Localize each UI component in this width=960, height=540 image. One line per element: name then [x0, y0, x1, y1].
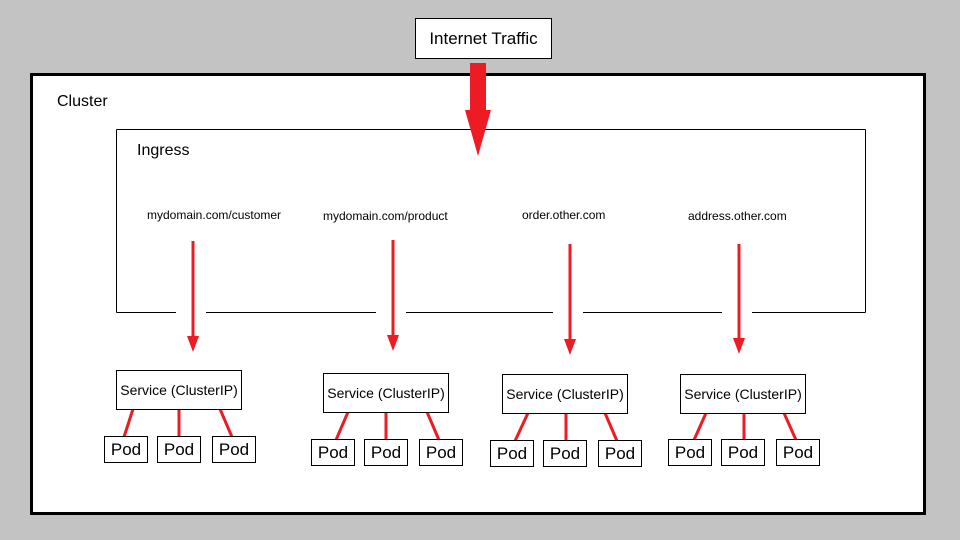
route-arrow-head [733, 338, 745, 354]
pod-label: Pod [674, 442, 706, 462]
service-box-product: Service (ClusterIP) [323, 373, 449, 413]
pod-box: Pod [598, 440, 642, 467]
pod-connector [122, 408, 135, 438]
ingress-label: Ingress [137, 142, 190, 159]
pod-label: Pod [218, 439, 250, 459]
pod-connector [603, 412, 619, 442]
pod-box: Pod [311, 439, 355, 466]
route-arrow-head [387, 335, 399, 351]
pod-label: Pod [604, 443, 636, 463]
pod-label: Pod [496, 443, 528, 463]
service-box-customer: Service (ClusterIP) [116, 370, 242, 410]
route-label-address: address.other.com [688, 209, 787, 223]
pod-label: Pod [163, 439, 195, 459]
pod-label: Pod [727, 442, 759, 462]
pod-box: Pod [157, 436, 201, 463]
route-arrows [187, 240, 745, 355]
route-label-product: mydomain.com/product [323, 209, 448, 223]
pod-label: Pod [782, 442, 814, 462]
service-label: Service (ClusterIP) [506, 386, 624, 402]
pod-box: Pod [364, 439, 408, 466]
pod-label: Pod [425, 442, 457, 462]
pod-connector [334, 411, 350, 441]
internet-traffic-box: Internet Traffic [415, 18, 552, 59]
pod-box: Pod [419, 439, 463, 466]
route-arrow-head [564, 339, 576, 355]
pod-connector [425, 411, 441, 441]
pod-label: Pod [549, 443, 581, 463]
service-label: Service (ClusterIP) [684, 386, 802, 402]
route-arrow-head [187, 336, 199, 352]
pod-box: Pod [721, 439, 765, 466]
route-label-customer: mydomain.com/customer [147, 208, 282, 222]
pod-label: Pod [370, 442, 402, 462]
pod-box: Pod [104, 436, 148, 463]
cluster-label: Cluster [57, 93, 108, 110]
pod-label: Pod [317, 442, 349, 462]
pod-connectors [122, 408, 798, 442]
pod-connector [692, 412, 708, 441]
internet-traffic-label: Internet Traffic [429, 28, 538, 48]
pod-box: Pod [668, 439, 712, 466]
pod-connector [513, 412, 530, 442]
ingress-box [116, 129, 866, 313]
pod-box: Pod [543, 440, 587, 467]
pod-connector [218, 408, 234, 438]
internet-arrow [465, 63, 491, 156]
route-label-order: order.other.com [522, 208, 606, 222]
pod-connector [782, 412, 798, 441]
service-box-address: Service (ClusterIP) [680, 374, 806, 414]
pod-box: Pod [776, 439, 820, 466]
pod-box: Pod [212, 436, 256, 463]
pod-box: Pod [490, 440, 534, 467]
pod-label: Pod [110, 439, 142, 459]
service-box-order: Service (ClusterIP) [502, 374, 628, 414]
service-label: Service (ClusterIP) [120, 382, 238, 398]
service-label: Service (ClusterIP) [327, 385, 445, 401]
